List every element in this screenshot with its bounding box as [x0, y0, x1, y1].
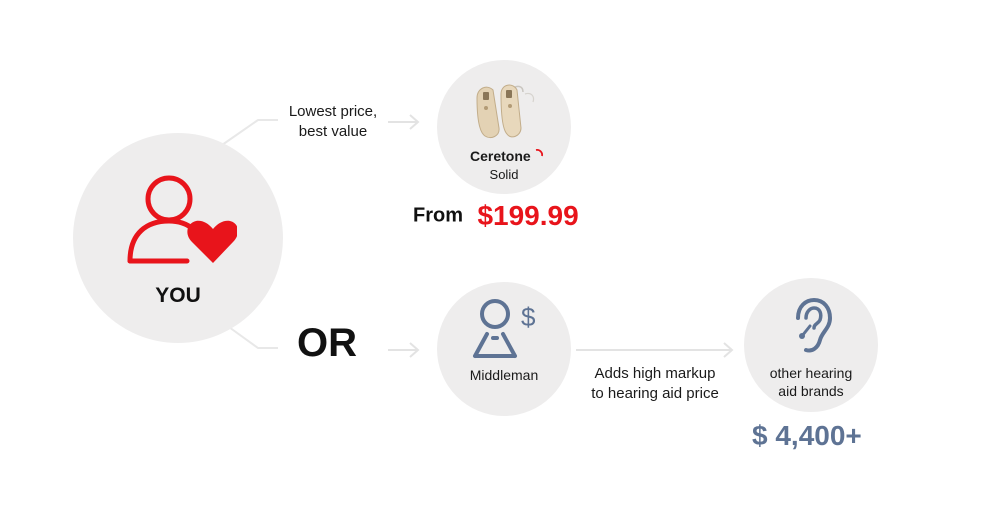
you-circle: YOU	[73, 133, 283, 343]
ceretone-brand-logo: Ceretone	[470, 148, 550, 164]
arrow-to-ceretone	[388, 114, 420, 130]
you-label: YOU	[155, 284, 201, 307]
hearing-aids-image	[476, 84, 535, 139]
or-separator: OR	[297, 321, 357, 365]
other-brands-label-line1: other hearing	[769, 365, 853, 381]
top-caption-line1: Lowest price,	[288, 103, 378, 120]
connector-you-to-bottom	[221, 321, 278, 349]
other-brands-circle: other hearing aid brands	[744, 278, 878, 412]
ceretone-logo-mark-icon	[535, 149, 543, 157]
top-caption-line2: best value	[298, 123, 368, 140]
ceretone-price-row: From $199.99	[413, 200, 579, 236]
other-brands-price: $ 4,400+	[752, 420, 862, 451]
markup-caption-line2: to hearing aid price	[591, 385, 719, 402]
connector-you-to-top	[221, 119, 278, 146]
ceretone-price: $199.99	[477, 200, 579, 231]
user-heart-icon	[127, 175, 237, 264]
other-brands-label-line2: aid brands	[778, 383, 844, 399]
middleman-label: Middleman	[469, 367, 539, 383]
ceretone-circle: Ceretone Solid	[437, 60, 571, 194]
svg-text:$: $	[521, 302, 536, 332]
top-caption: Lowest price, best value	[268, 102, 398, 142]
middleman-dollar-icon: $	[473, 299, 536, 358]
ceretone-brand-text: Ceretone	[470, 148, 531, 164]
markup-caption-line1: Adds high markup	[594, 365, 716, 382]
arrow-to-middleman	[388, 342, 420, 358]
arrow-to-other-brands	[576, 342, 734, 358]
ceretone-model: Solid	[489, 167, 519, 182]
middleman-circle: $ Middleman	[437, 282, 571, 416]
markup-caption: Adds high markup to hearing aid price	[573, 364, 737, 404]
price-prefix: From	[413, 204, 463, 227]
ear-icon	[796, 297, 833, 353]
other-brands-label: other hearing aid brands	[744, 364, 878, 400]
